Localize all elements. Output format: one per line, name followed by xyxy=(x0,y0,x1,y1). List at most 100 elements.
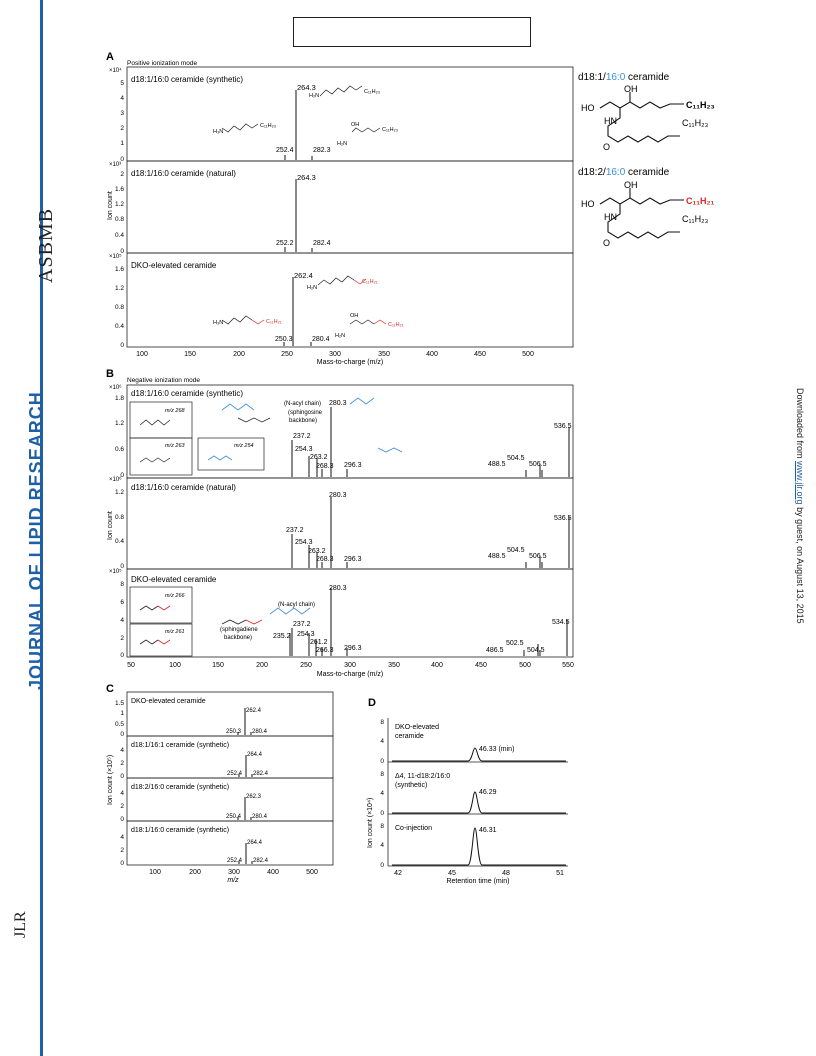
peak-label: 254.3 xyxy=(295,446,313,453)
panel-a-frames xyxy=(126,66,574,348)
title-placeholder-box xyxy=(293,17,531,47)
ytick: 1.2 xyxy=(115,420,124,427)
subplot-title: (synthetic) xyxy=(395,782,427,789)
svg-text:C₁₁H₂₃: C₁₁H₂₃ xyxy=(682,214,709,224)
panel-b-title-1: d18:1/16:0 ceramide (synthetic) xyxy=(131,389,243,398)
panel-b-notes-1: (N-acyl chain) (sphingosine backbone) xyxy=(284,401,323,424)
peak-label: 261.2 xyxy=(310,639,328,646)
xtick: 45 xyxy=(448,870,456,877)
fragment-h3n: H₂N xyxy=(309,93,319,99)
ytick: 0.6 xyxy=(115,446,124,453)
fragment-chain xyxy=(317,275,355,286)
ytick: 0 xyxy=(120,156,124,163)
ytick: 2 xyxy=(120,847,124,854)
structure-2-drawing xyxy=(599,188,684,239)
peak-label: 504.5 xyxy=(507,547,525,554)
peak-label: 534.5 xyxy=(552,619,570,626)
peak-label: 486.5 xyxy=(486,647,504,654)
panel-a-yticks-1: 0 1 2 3 4 5 xyxy=(120,80,124,163)
xtick: 300 xyxy=(344,662,356,669)
fragment-h3n: H₃N xyxy=(213,129,223,135)
peak-label: 264.4 xyxy=(247,840,263,846)
ytick: 0 xyxy=(380,810,384,817)
panel-b-yticks-2: 0 0.4 0.8 1.2 xyxy=(115,489,124,570)
panel-d-frames xyxy=(387,718,568,867)
fragment-box xyxy=(197,437,265,471)
svg-text:HN: HN xyxy=(604,116,617,126)
panel-a-peaks-2 xyxy=(284,179,313,252)
fragment-labels-a3: H₂N C₁₁H₂₁ H₃N C₁₁H₂₁ H₂N OH C₁₁H₂₁ xyxy=(213,279,404,339)
ytick: 0.4 xyxy=(115,232,124,239)
panel-a-xticks: 100 150 200 250 300 350 400 450 500 xyxy=(136,351,534,358)
box-label: m/z 261 xyxy=(165,629,185,635)
panel-d-peak-labels: 46.33 (min) 46.29 46.31 xyxy=(479,746,514,834)
panel-a-peaks-3 xyxy=(283,277,312,346)
ytick: 1.2 xyxy=(115,489,124,496)
peak-label: 237.2 xyxy=(293,621,311,628)
panel-b-boxes-1 xyxy=(129,401,265,476)
fragment-oh: OH xyxy=(350,313,358,319)
ytick: 0.4 xyxy=(115,323,124,330)
structure-1-drawing xyxy=(599,92,684,143)
peak-label: 262.4 xyxy=(294,271,313,280)
xtick: 300 xyxy=(329,351,341,358)
chromatogram-trace xyxy=(392,827,566,866)
panel-c-peaks xyxy=(237,708,253,864)
fragment-structures-a1 xyxy=(221,85,381,133)
ytick: 0.4 xyxy=(115,538,124,545)
fragment-h3n: H₂N xyxy=(335,333,345,339)
ytick: 4 xyxy=(380,790,384,797)
xtick: 100 xyxy=(136,351,148,358)
subplot-title: ceramide xyxy=(395,733,424,740)
annotation: (N-acyl chain) xyxy=(278,602,315,608)
panel-b-xlabel: Mass-to-charge (m/z) xyxy=(317,671,384,678)
peak-label: 254.3 xyxy=(295,539,313,546)
panel-a-xlabel: Mass-to-charge (m/z) xyxy=(317,359,384,366)
xtick: 42 xyxy=(394,870,402,877)
peak-label: 280.4 xyxy=(312,336,330,343)
structure-2-atoms: HO OH HN O C₁₁H₂₁ C₁₁H₂₃ xyxy=(581,180,714,248)
ytick: 0 xyxy=(120,731,124,738)
peak-label: 536.5 xyxy=(554,515,572,522)
ytick: 1.5 xyxy=(115,700,124,707)
panel-b-peak-labels-2: 280.3 237.2 254.3 263.2 268.3 296.3 488.… xyxy=(286,492,572,563)
xtick: 500 xyxy=(519,662,531,669)
peak-label: 506.5 xyxy=(529,461,547,468)
ytick: 0.8 xyxy=(115,514,124,521)
panel-b-yticks-1: 0 0.6 1.2 1.8 xyxy=(115,395,124,479)
ytick: 4 xyxy=(120,790,124,797)
panel-b-box-labels-3: m/z 266 m/z 261 xyxy=(165,593,186,635)
annotation: (N-acyl chain) xyxy=(284,401,321,407)
ytick: 8 xyxy=(380,823,384,830)
xtick: 100 xyxy=(149,869,161,876)
ytick: 1 xyxy=(120,140,124,147)
panel-a-yticks-2: 0 0.4 0.8 1.2 1.6 2 xyxy=(115,171,124,255)
fragment-chain xyxy=(221,315,253,325)
peak-label: 250.4 xyxy=(226,814,242,820)
box-label: m/z 266 xyxy=(165,593,186,599)
structure-1-tail: C₁₁H₂₃ xyxy=(686,100,715,110)
svg-text:HO: HO xyxy=(581,199,595,209)
peak-label: 254.3 xyxy=(297,631,315,638)
peak-label: 296.3 xyxy=(344,645,362,652)
xtick: 400 xyxy=(426,351,438,358)
peak-label: 268.3 xyxy=(316,463,334,470)
panel-b-peaks-2 xyxy=(291,497,570,568)
panel-b-ylabel: Ion count xyxy=(107,511,114,540)
peak-label: 266.3 xyxy=(316,647,334,654)
ytick: 4 xyxy=(380,842,384,849)
panel-b-exp-1: ×10⁶ xyxy=(109,384,122,391)
journal-sidebar: ASBMB JOURNAL OF LIPID RESEARCH JLR xyxy=(0,0,57,1056)
subplot-title: d18:2/16:0 ceramide (synthetic) xyxy=(131,784,229,791)
peak-label: 282.4 xyxy=(313,240,331,247)
subplot-title: DKO-elevated xyxy=(395,724,439,731)
chromatogram-trace xyxy=(392,791,566,814)
ytick: 4 xyxy=(120,747,124,754)
peak-label: 250.3 xyxy=(226,729,242,735)
panel-a-ylabel: Ion count xyxy=(107,191,114,220)
ytick: 2 xyxy=(120,635,124,642)
peak-label: 280.4 xyxy=(252,814,268,820)
ytick: 1.6 xyxy=(115,266,124,273)
ytick: 1.6 xyxy=(115,186,124,193)
panel-b-blue-chains-1 xyxy=(207,397,403,461)
